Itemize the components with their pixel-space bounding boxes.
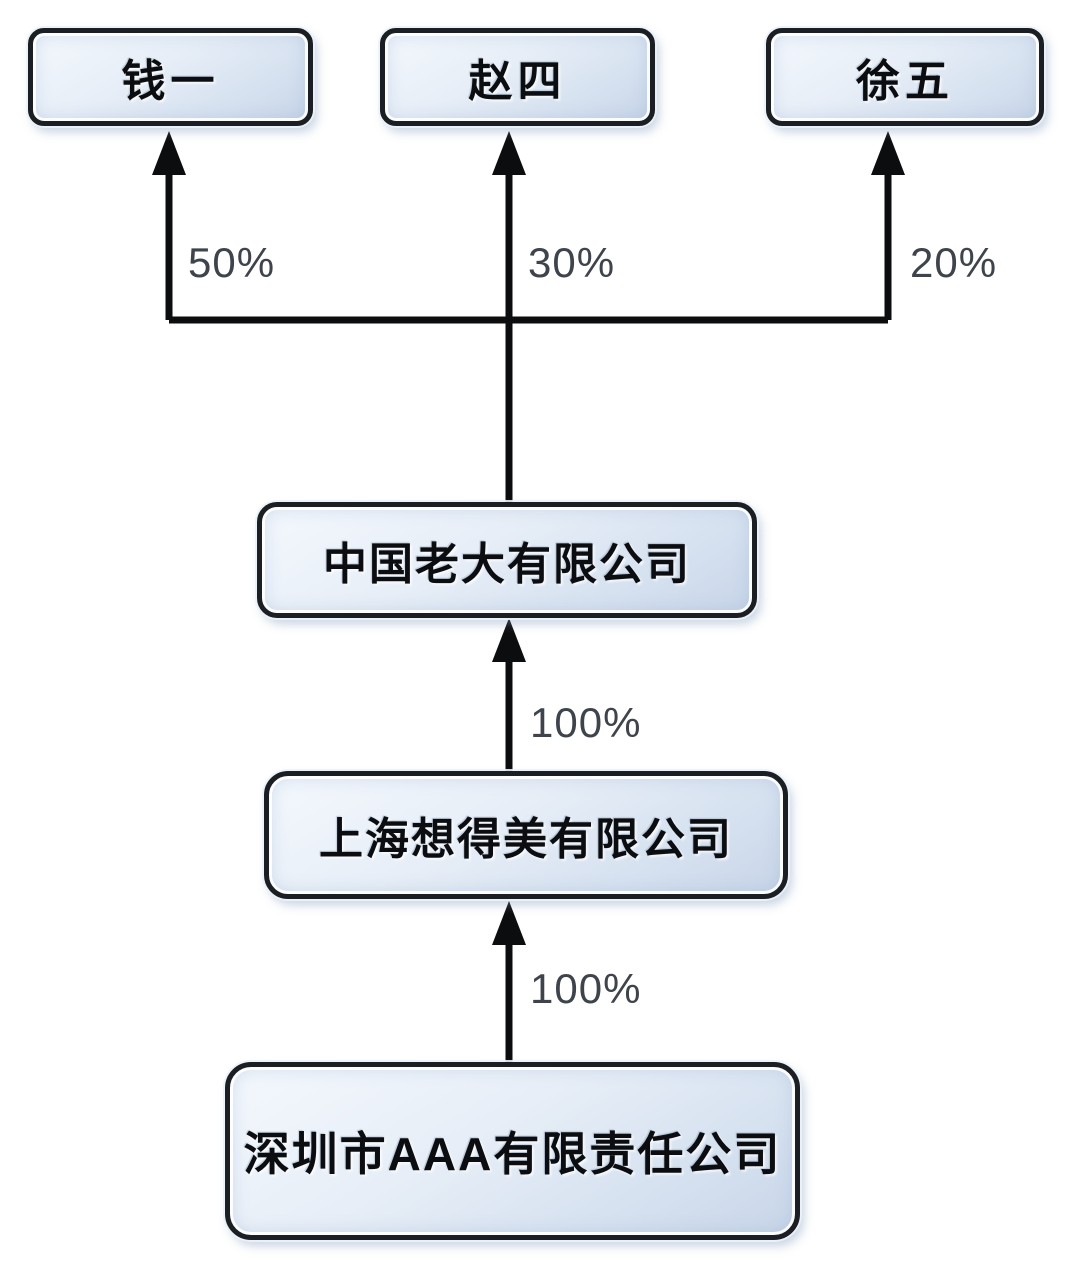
node-company-shenzhen: 深圳市AAA有限责任公司: [225, 1062, 800, 1240]
node-label: 中国老大有限公司: [323, 540, 691, 589]
percent-label-shenzhen-to-shanghai: 100%: [530, 965, 642, 1012]
arrowhead-up-icon: [152, 131, 186, 175]
node-company-shanghai: 上海想得美有限公司: [264, 771, 788, 899]
node-label: 赵四: [468, 57, 567, 106]
connector-line-shareholders: [165, 172, 892, 502]
arrowhead-up-icon: [492, 131, 526, 175]
node-label: 钱一: [121, 57, 220, 106]
percent-label-qianyi: 50%: [188, 239, 276, 286]
node-label: 深圳市AAA有限责任公司: [243, 1128, 782, 1180]
node-shareholder-xuwu: 徐五: [766, 28, 1044, 126]
node-label: 上海想得美有限公司: [319, 815, 733, 864]
arrowhead-up-icon: [492, 618, 526, 662]
arrowhead-up-icon: [871, 131, 905, 175]
node-label: 徐五: [856, 57, 954, 106]
percent-label-shanghai-to-zhongguo: 100%: [530, 699, 642, 746]
arrowhead-up-icon: [492, 901, 526, 945]
node-shareholder-zhaosi: 赵四: [380, 28, 655, 126]
percent-label-xuwu: 20%: [910, 239, 998, 286]
node-shareholder-qianyi: 钱一: [28, 28, 313, 126]
percent-label-zhaosi: 30%: [528, 239, 616, 286]
node-company-zhongguo: 中国老大有限公司: [257, 502, 757, 618]
